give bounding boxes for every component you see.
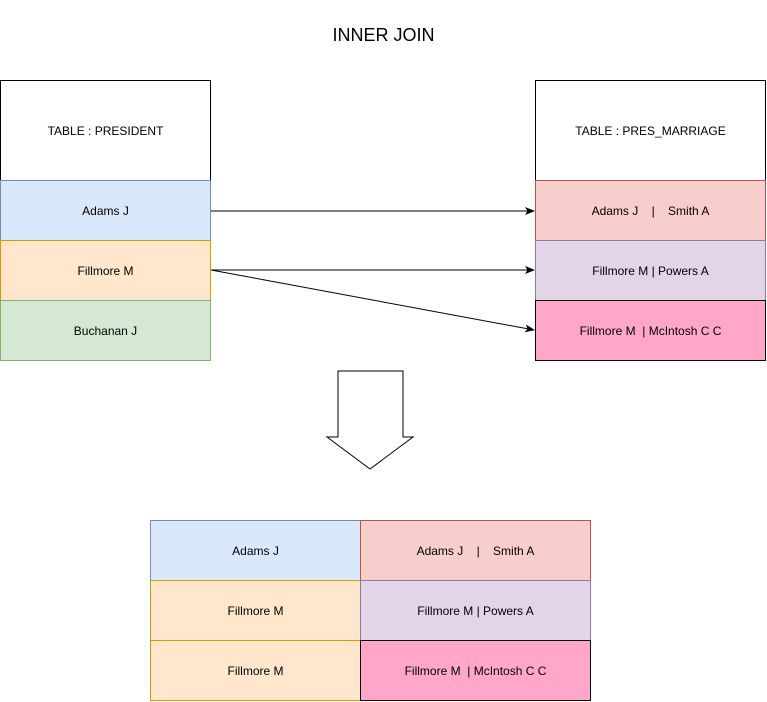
- down-arrow-icon: [325, 370, 415, 470]
- result-row-1-marriage: Adams J | Smith A: [360, 520, 591, 581]
- result-row-1-president: Adams J: [150, 520, 361, 581]
- president-table-header: TABLE : PRESIDENT: [0, 80, 211, 181]
- result-row-3-marriage: Fillmore M | McIntosh C C: [360, 640, 591, 701]
- result-row-2-president: Fillmore M: [150, 580, 361, 641]
- pres-marriage-table-header: TABLE : PRES_MARRIAGE: [535, 80, 766, 181]
- pres-marriage-row-fillmore-mcintosh: Fillmore M | McIntosh C C: [535, 300, 766, 361]
- pres-marriage-row-fillmore-powers: Fillmore M | Powers A: [535, 240, 766, 301]
- connector-fillmore-to-fillmore-mcintosh: [210, 269, 535, 333]
- president-row-fillmore: Fillmore M: [0, 240, 211, 301]
- result-row-3-president: Fillmore M: [150, 640, 361, 701]
- president-row-buchanan: Buchanan J: [0, 300, 211, 361]
- pres-marriage-row-adams-smith: Adams J | Smith A: [535, 180, 766, 241]
- result-row-2-marriage: Fillmore M | Powers A: [360, 580, 591, 641]
- diagram-title: INNER JOIN: [332, 25, 435, 45]
